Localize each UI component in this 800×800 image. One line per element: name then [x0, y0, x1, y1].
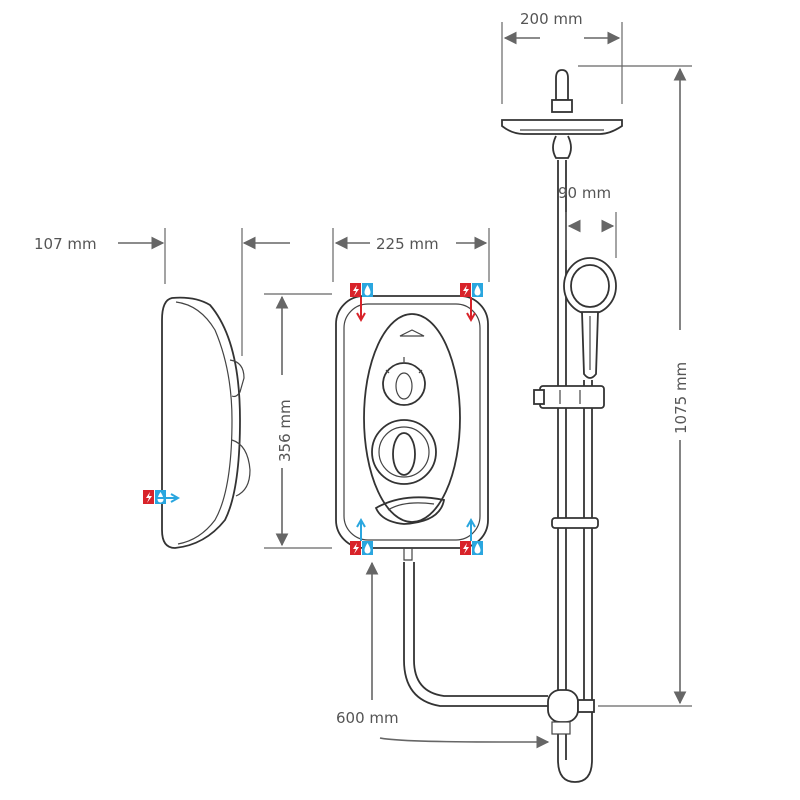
riser-length-dimension: 1075 mm	[578, 65, 692, 707]
side-profile-view	[161, 296, 251, 549]
depth-label: 107 mm	[34, 235, 97, 253]
head-diameter-label: 200 mm	[520, 10, 583, 28]
supply-entry-icons	[143, 283, 483, 555]
hose-length-label: 600 mm	[336, 709, 399, 727]
head-diameter-dimension: 200 mm	[501, 10, 623, 104]
overhead-shower-head	[501, 69, 623, 159]
handset-diameter-label: 90 mm	[558, 184, 611, 202]
unit-height-label: 356 mm	[276, 399, 294, 462]
hose-union	[547, 689, 595, 735]
shower-unit-front	[335, 295, 489, 561]
unit-width-dimension: 225 mm	[332, 228, 490, 282]
depth-dimension: 107 mm	[34, 228, 290, 356]
water-supply-icon	[460, 541, 483, 555]
temperature-dial[interactable]	[371, 419, 437, 485]
power-selector-dial[interactable]	[382, 357, 426, 406]
riser-rail	[551, 160, 599, 783]
water-supply-icon	[460, 283, 483, 297]
riser-length-label: 1075 mm	[672, 362, 690, 434]
slider-bracket	[533, 385, 605, 409]
hose-length-dimension: 600 mm	[336, 561, 550, 749]
shower-hose	[403, 562, 548, 707]
handset-diameter-dimension: 90 mm	[558, 184, 617, 258]
electric-supply-icon	[350, 283, 373, 297]
unit-height-dimension: 356 mm	[264, 293, 332, 549]
unit-width-label: 225 mm	[376, 235, 439, 253]
handset	[563, 257, 617, 379]
